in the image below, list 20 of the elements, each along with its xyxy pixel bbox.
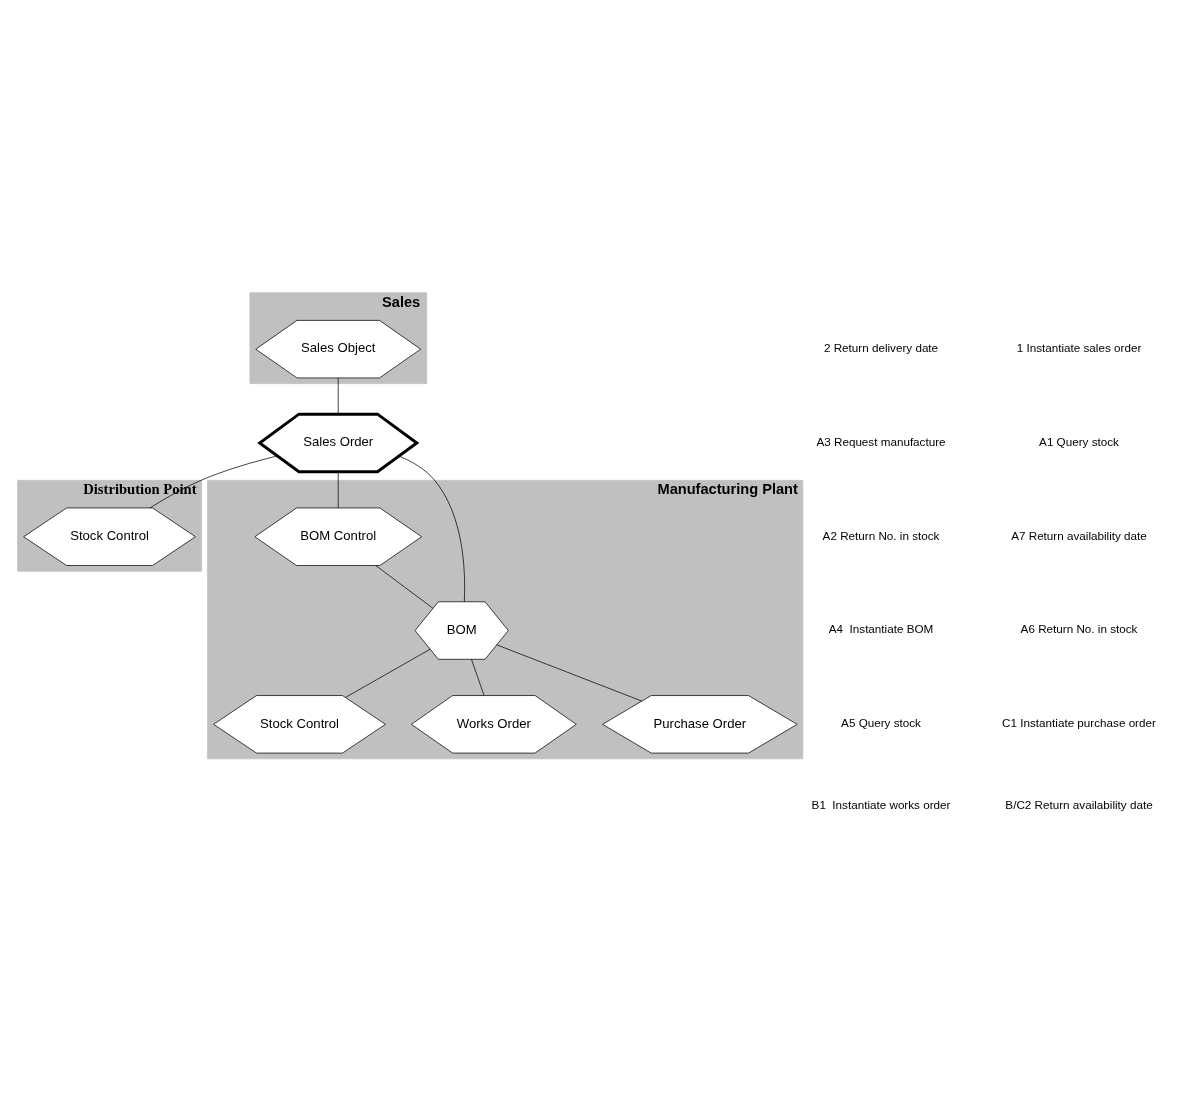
label: A4 Instantiate BOM [828, 622, 934, 636]
connector [149, 455, 278, 509]
label: B1 Instantiate works order [811, 798, 951, 812]
label: A6 Return No. in stock [1020, 622, 1138, 636]
label: A3 Request manufacture [816, 434, 946, 448]
connector [375, 565, 434, 609]
label: C1 Instantiate purchase order [1002, 716, 1156, 730]
label: A2 Return No. in stock [822, 528, 940, 542]
label: B/C2 Return availability date [1005, 798, 1153, 812]
label: 2 Return delivery date [823, 340, 939, 354]
label: A7 Return availability date [1011, 528, 1147, 542]
connector [345, 648, 431, 698]
connector [496, 644, 643, 702]
connector [337, 471, 339, 509]
label: A5 Query stock [841, 716, 921, 730]
connector [337, 377, 339, 415]
label: 1 Instantiate sales order [1016, 340, 1142, 354]
connector [398, 455, 465, 602]
label: A1 Query stock [1039, 434, 1119, 448]
connector [471, 658, 485, 696]
